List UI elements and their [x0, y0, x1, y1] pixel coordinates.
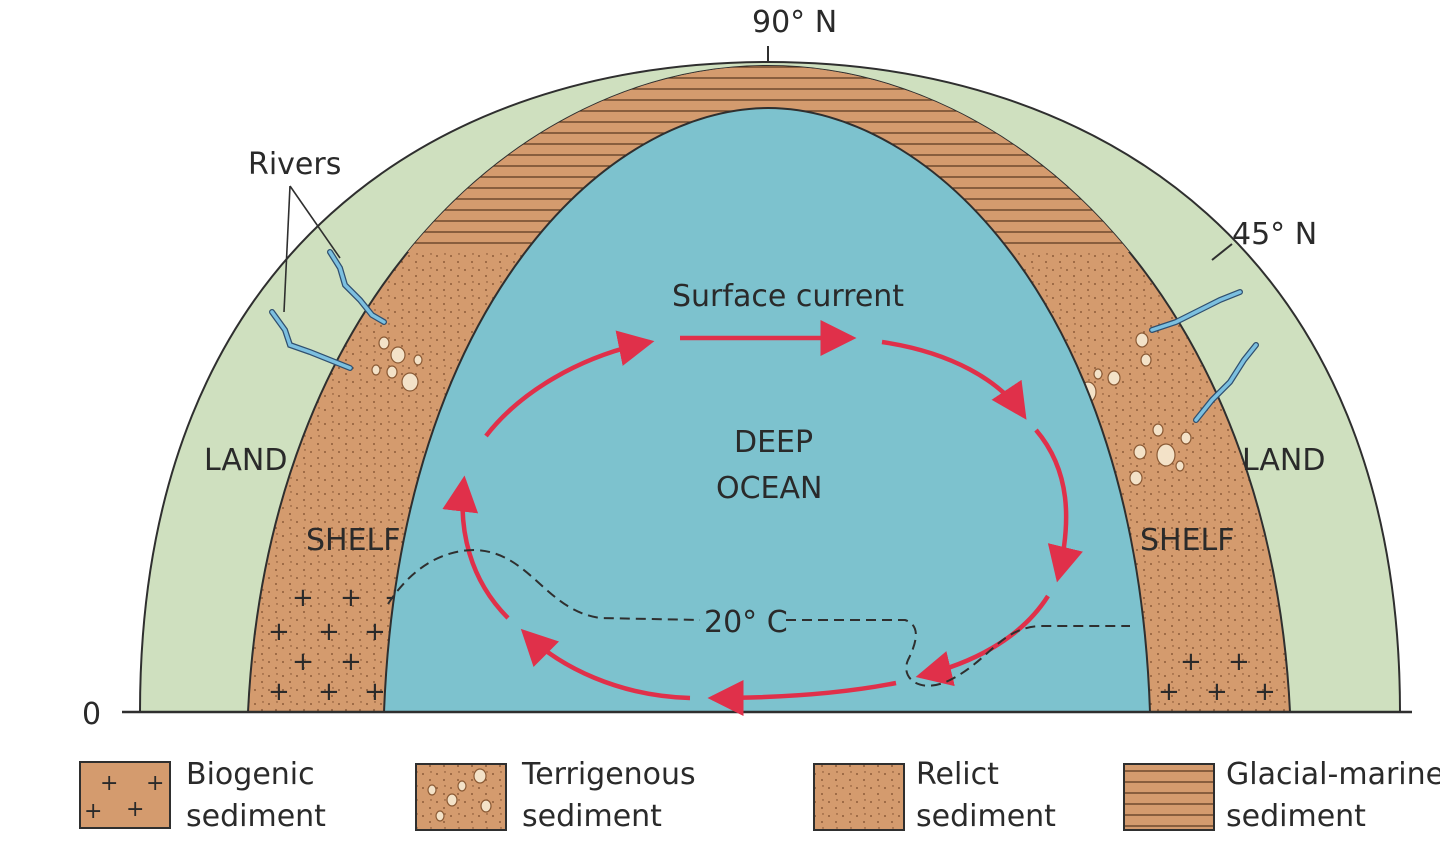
svg-text:+: +: [340, 647, 362, 677]
svg-text:+: +: [100, 771, 118, 796]
legend-swatch-glacial-marine: [1123, 763, 1215, 831]
svg-text:+: +: [126, 797, 144, 822]
lat-45-label: 45° N: [1232, 217, 1317, 252]
legend-swatch-terrigenous: [415, 763, 507, 831]
svg-text:+: +: [1180, 647, 1202, 677]
deep-ocean-region: [382, 106, 1152, 713]
legend-label-biogenic-2: sediment: [186, 799, 326, 834]
svg-text:+: +: [146, 771, 164, 796]
land-right-label: LAND: [1242, 443, 1325, 478]
svg-text:+: +: [1158, 677, 1180, 707]
rivers-label: Rivers: [248, 147, 341, 182]
north-pole-label: 90° N: [752, 5, 837, 40]
legend-swatch-biogenic: [79, 761, 171, 829]
svg-text:+: +: [364, 617, 386, 647]
svg-text:+: +: [318, 617, 340, 647]
legend-item-glacial-marine: Glacial-marine sediment: [1123, 757, 1440, 834]
biogenic-zone-right: ++ ++ +: [1158, 647, 1276, 707]
svg-text:+: +: [84, 799, 102, 824]
legend-label-glacial-marine-1: Glacial-marine: [1226, 757, 1440, 792]
legend-label-biogenic-1: Biogenic: [186, 757, 315, 792]
surface-current-gyre: [442, 320, 1083, 716]
svg-text:+: +: [1206, 677, 1228, 707]
isotherm-line: [387, 548, 1130, 687]
svg-text:+: +: [1228, 647, 1250, 677]
legend-label-glacial-marine-2: sediment: [1226, 799, 1366, 834]
legend-item-biogenic: + + + + Biogenic sediment: [79, 757, 326, 834]
svg-text:+: +: [292, 583, 314, 613]
zero-label: 0: [82, 697, 101, 732]
terrigenous-pebbles-left: [371, 336, 423, 392]
lat-45-tick: [1211, 243, 1233, 261]
rivers-pointer: [283, 185, 341, 313]
svg-text:+: +: [292, 647, 314, 677]
deep-ocean-label-line2: OCEAN: [716, 471, 822, 506]
legend-label-relict-1: Relict: [916, 757, 999, 792]
legend: + + + + Biogenic sediment Terrigenous se…: [79, 757, 1440, 834]
legend-label-relict-2: sediment: [916, 799, 1056, 834]
svg-text:+: +: [268, 677, 290, 707]
deep-ocean-label-line1: DEEP: [734, 425, 813, 460]
legend-item-terrigenous: Terrigenous sediment: [415, 757, 696, 834]
land-left-label: LAND: [204, 443, 287, 478]
svg-text:+: +: [1254, 677, 1276, 707]
isotherm-label: 20° C: [704, 605, 788, 640]
legend-label-terrigenous-2: sediment: [522, 799, 662, 834]
terrigenous-pebbles-right: [1079, 332, 1192, 486]
legend-label-terrigenous-1: Terrigenous: [521, 757, 696, 792]
legend-swatch-relict: [813, 763, 905, 831]
svg-text:+: +: [268, 617, 290, 647]
shelf-left-label: SHELF: [306, 523, 401, 558]
svg-text:+: +: [340, 583, 362, 613]
shelf-right-label: SHELF: [1140, 523, 1235, 558]
svg-text:+: +: [364, 677, 386, 707]
surface-current-label: Surface current: [672, 279, 904, 314]
legend-item-relict: Relict sediment: [813, 757, 1056, 834]
svg-text:+: +: [318, 677, 340, 707]
